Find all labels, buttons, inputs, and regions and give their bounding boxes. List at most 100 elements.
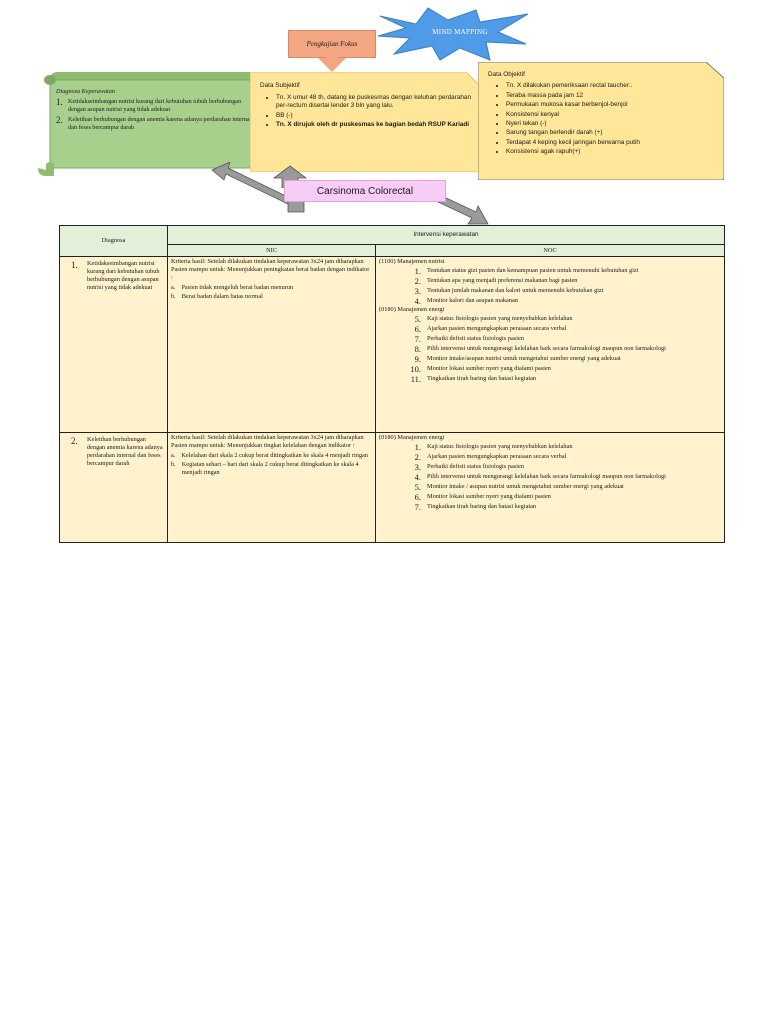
diagnosis-item: 2. Keletihan berhubungan dengan anemia k… — [56, 116, 252, 132]
row-noc-cell: (0180) Manajemen energi 1.Kaji status fi… — [375, 432, 725, 543]
noc-item: 5.Monitor intake / asupan nutrisi untuk … — [403, 483, 721, 492]
nic-indicator-label: b. — [171, 293, 176, 300]
noc-item-number: 7. — [414, 502, 421, 512]
nic-indicator: a. Pasien tidak mengeluh berat badan men… — [171, 284, 372, 292]
noc-item: 5.Kaji status fisiologis pasien yang men… — [403, 315, 721, 324]
subjective-data-shape — [250, 72, 480, 172]
focus-assessment-label: Pengkajian Fokus — [306, 40, 358, 48]
row-nic-cell: Kriteria hasil: Setelah dilakukan tindak… — [167, 432, 376, 543]
noc-item-number: 6. — [414, 492, 421, 502]
noc-item-number: 3. — [414, 462, 421, 472]
noc-item-number: 4. — [414, 296, 421, 306]
noc-item-number: 2. — [414, 276, 421, 286]
subjective-item: Tn. X umur 48 th, datang ke puskesmas de… — [276, 94, 474, 111]
objective-item: Tn. X dilakukan pemeriksaan rectal tauch… — [506, 81, 716, 90]
nic-indicator-text: Kelelahan dari skala 2 cukup berat ditin… — [181, 452, 368, 459]
objective-item: Konsistensi kenyal — [506, 110, 716, 119]
noc-item-text: Monitor lokasi sumber nyeri yang dialami… — [427, 365, 551, 372]
objective-data-title: Data Objektif — [488, 71, 525, 78]
noc-item-text: Tentukan status gizi pasien dan kemampua… — [427, 267, 639, 274]
noc-item-number: 8. — [414, 344, 421, 354]
noc-item-number: 6. — [414, 324, 421, 334]
row-diagnosis-text: Ketidakseimbangan nutrisi kurang dari ke… — [87, 260, 160, 291]
header-diagnosa: Diagnosa — [59, 225, 168, 257]
noc-item-number: 1. — [414, 442, 421, 452]
noc-item: 10. Monitor lokasi sumber nyeri yang dial… — [403, 365, 721, 374]
noc-item-number: 7. — [414, 334, 421, 344]
noc-item-text: Tentukan jumlah makanan dan kalori untuk… — [427, 287, 604, 294]
noc-item: 2.Tentukan apa yang menjadi preferensi m… — [403, 277, 721, 286]
nic-indicator-label: a. — [171, 452, 176, 459]
header-intervensi: Intervensi keperawatan — [167, 225, 725, 245]
nic-indicator-label: a. — [171, 284, 176, 291]
objective-data-shape — [478, 62, 724, 180]
diagnosis-item-number: 1. — [56, 97, 63, 107]
noc-item: 3. Tentukan jumlah makanan dan kalori unt… — [403, 287, 721, 296]
subjective-data-content: Data Subjektif Tn. X umur 48 th, datang … — [260, 82, 474, 131]
noc-item-text: Monitor lokasi sumber nyeri yang dialami… — [427, 493, 551, 500]
diagnosis-item: 1. Ketidakseimbangan nutrisi kurang dari… — [56, 98, 252, 114]
noc-item-text: Ajarkan pasien mengungkapkan perasaan se… — [427, 453, 567, 460]
noc-item-number: 5. — [414, 482, 421, 492]
down-arrow-icon — [318, 58, 346, 72]
noc-item-text: Ajarkan pasien mengungkapkan perasaan se… — [427, 325, 567, 332]
noc-group-heading: (0180) Manajemen energi — [379, 306, 445, 313]
diagnosis-box-content: Diagnosa Keperawatan 1. Ketidakseimbanga… — [56, 88, 252, 132]
objective-item: Terdapat 4 keping kecil jaringan berwarn… — [506, 138, 716, 147]
row-noc-cell: (1100) Manajemen nutrisi 1. Tentukan stat… — [375, 256, 725, 433]
intervention-table: Diagnosa Intervensi keperawatan NIC NOC … — [59, 225, 725, 543]
noc-item: 3.Perbaiki defisit status fisiologis pas… — [403, 463, 721, 472]
subjective-data-title: Data Subjektif — [260, 82, 300, 89]
row-nic-criteria: Kriteria hasil: Setelah dilakukan tindak… — [171, 434, 364, 449]
noc-group-heading: (0180) Manajemen energi — [379, 434, 445, 441]
noc-item: 8.Pilih intervensi untuk mengurangi kele… — [403, 345, 721, 354]
central-topic-label: Carsinoma Colorectal — [316, 185, 414, 197]
noc-item: 7. Tingkatkan tirah baring dan batasi keg… — [403, 503, 721, 512]
diagnosis-item-text: Ketidakseimbangan nutrisi kurang dari ke… — [68, 98, 242, 113]
noc-item-text: Monitor kalori dan asupan makanan — [427, 297, 518, 304]
noc-item: 2. Ajarkan pasien mengungkapkan perasaan … — [403, 453, 721, 462]
nic-indicator: a. Kelelahan dari skala 2 cukup berat di… — [171, 452, 372, 460]
noc-item-number: 2. — [414, 452, 421, 462]
row-diagnosis-cell: 1. Ketidakseimbangan nutrisi kurang dari… — [59, 256, 168, 433]
nic-indicator-text: Berat badan dalam batas normal — [181, 293, 263, 300]
noc-item: 9. Monitor intake/asupan nutrisi untuk me… — [403, 355, 721, 364]
focus-assessment-box: Pengkajian Fokus — [288, 30, 376, 58]
nic-indicator: b. Berat badan dalam batas normal — [171, 293, 372, 301]
objective-item: Nyeri tekan (-) — [506, 119, 716, 128]
header-noc: NOC — [375, 244, 725, 257]
noc-item: 11. Tingkatkan tirah baring dan batasi ke… — [403, 375, 721, 384]
nic-indicator-text: Kegiatan sehari – hari dari skala 2 cuku… — [181, 461, 359, 476]
noc-item: 7. Perbaiki defisit status fisiologis pas… — [403, 335, 721, 344]
noc-item: 6. Monitor lokasi sumber nyeri yang diala… — [403, 493, 721, 502]
noc-item-text: Tingkatkan tirah baring dan batasi kegia… — [427, 503, 537, 510]
row-diagnosis-number: 2. — [71, 436, 78, 446]
noc-item-text: Perbaiki defisit status fisiologis pasie… — [427, 335, 524, 342]
central-topic-box: Carsinoma Colorectal — [284, 180, 446, 202]
noc-item: 4.Pilih intervensi untuk mengurangi kele… — [403, 473, 721, 482]
noc-item-number: 3. — [414, 286, 421, 296]
mind-mapping-label: MIND MAPPING — [432, 28, 488, 36]
row-diagnosis-item: 2. Keletihan berhubungan dengan anemia k… — [71, 436, 164, 468]
row-nic-cell: Kriteria hasil: Setelah dilakukan tindak… — [167, 256, 376, 433]
noc-item: 6. Ajarkan pasien mengungkapkan perasaan … — [403, 325, 721, 334]
table-header-row: Diagnosa Intervensi keperawatan — [59, 225, 725, 257]
nic-indicator-label: b. — [171, 461, 176, 468]
noc-item-text: Monitor intake/asupan nutrisi untuk meng… — [427, 355, 621, 362]
nic-indicator-text: Pasien tidak mengeluh berat badan menuru… — [181, 284, 294, 291]
noc-item-number: 1. — [414, 266, 421, 276]
diagnosis-item-text: Keletihan berhubungan dengan anemia kare… — [68, 116, 252, 131]
table-row: 2. Keletihan berhubungan dengan anemia k… — [59, 432, 725, 543]
noc-item-number: 11. — [410, 374, 421, 384]
nic-indicator: b. Kegiatan sehari – hari dari skala 2 c… — [171, 461, 372, 477]
noc-item-number: 4. — [414, 472, 421, 482]
noc-item-text: Tingkatkan tirah baring dan batasi kegia… — [427, 375, 537, 382]
noc-item-number: 10. — [410, 364, 421, 374]
mind-mapping-burst-shape — [377, 7, 529, 61]
diagnosis-scroll-shape — [38, 72, 260, 176]
header-nic: NIC — [167, 244, 376, 257]
noc-item: 1.Kaji status fisiologis pasien yang men… — [403, 443, 721, 452]
noc-item-number: 9. — [414, 354, 421, 364]
row-diagnosis-cell: 2. Keletihan berhubungan dengan anemia k… — [59, 432, 168, 543]
noc-group-heading: (1100) Manajemen nutrisi — [379, 258, 445, 265]
